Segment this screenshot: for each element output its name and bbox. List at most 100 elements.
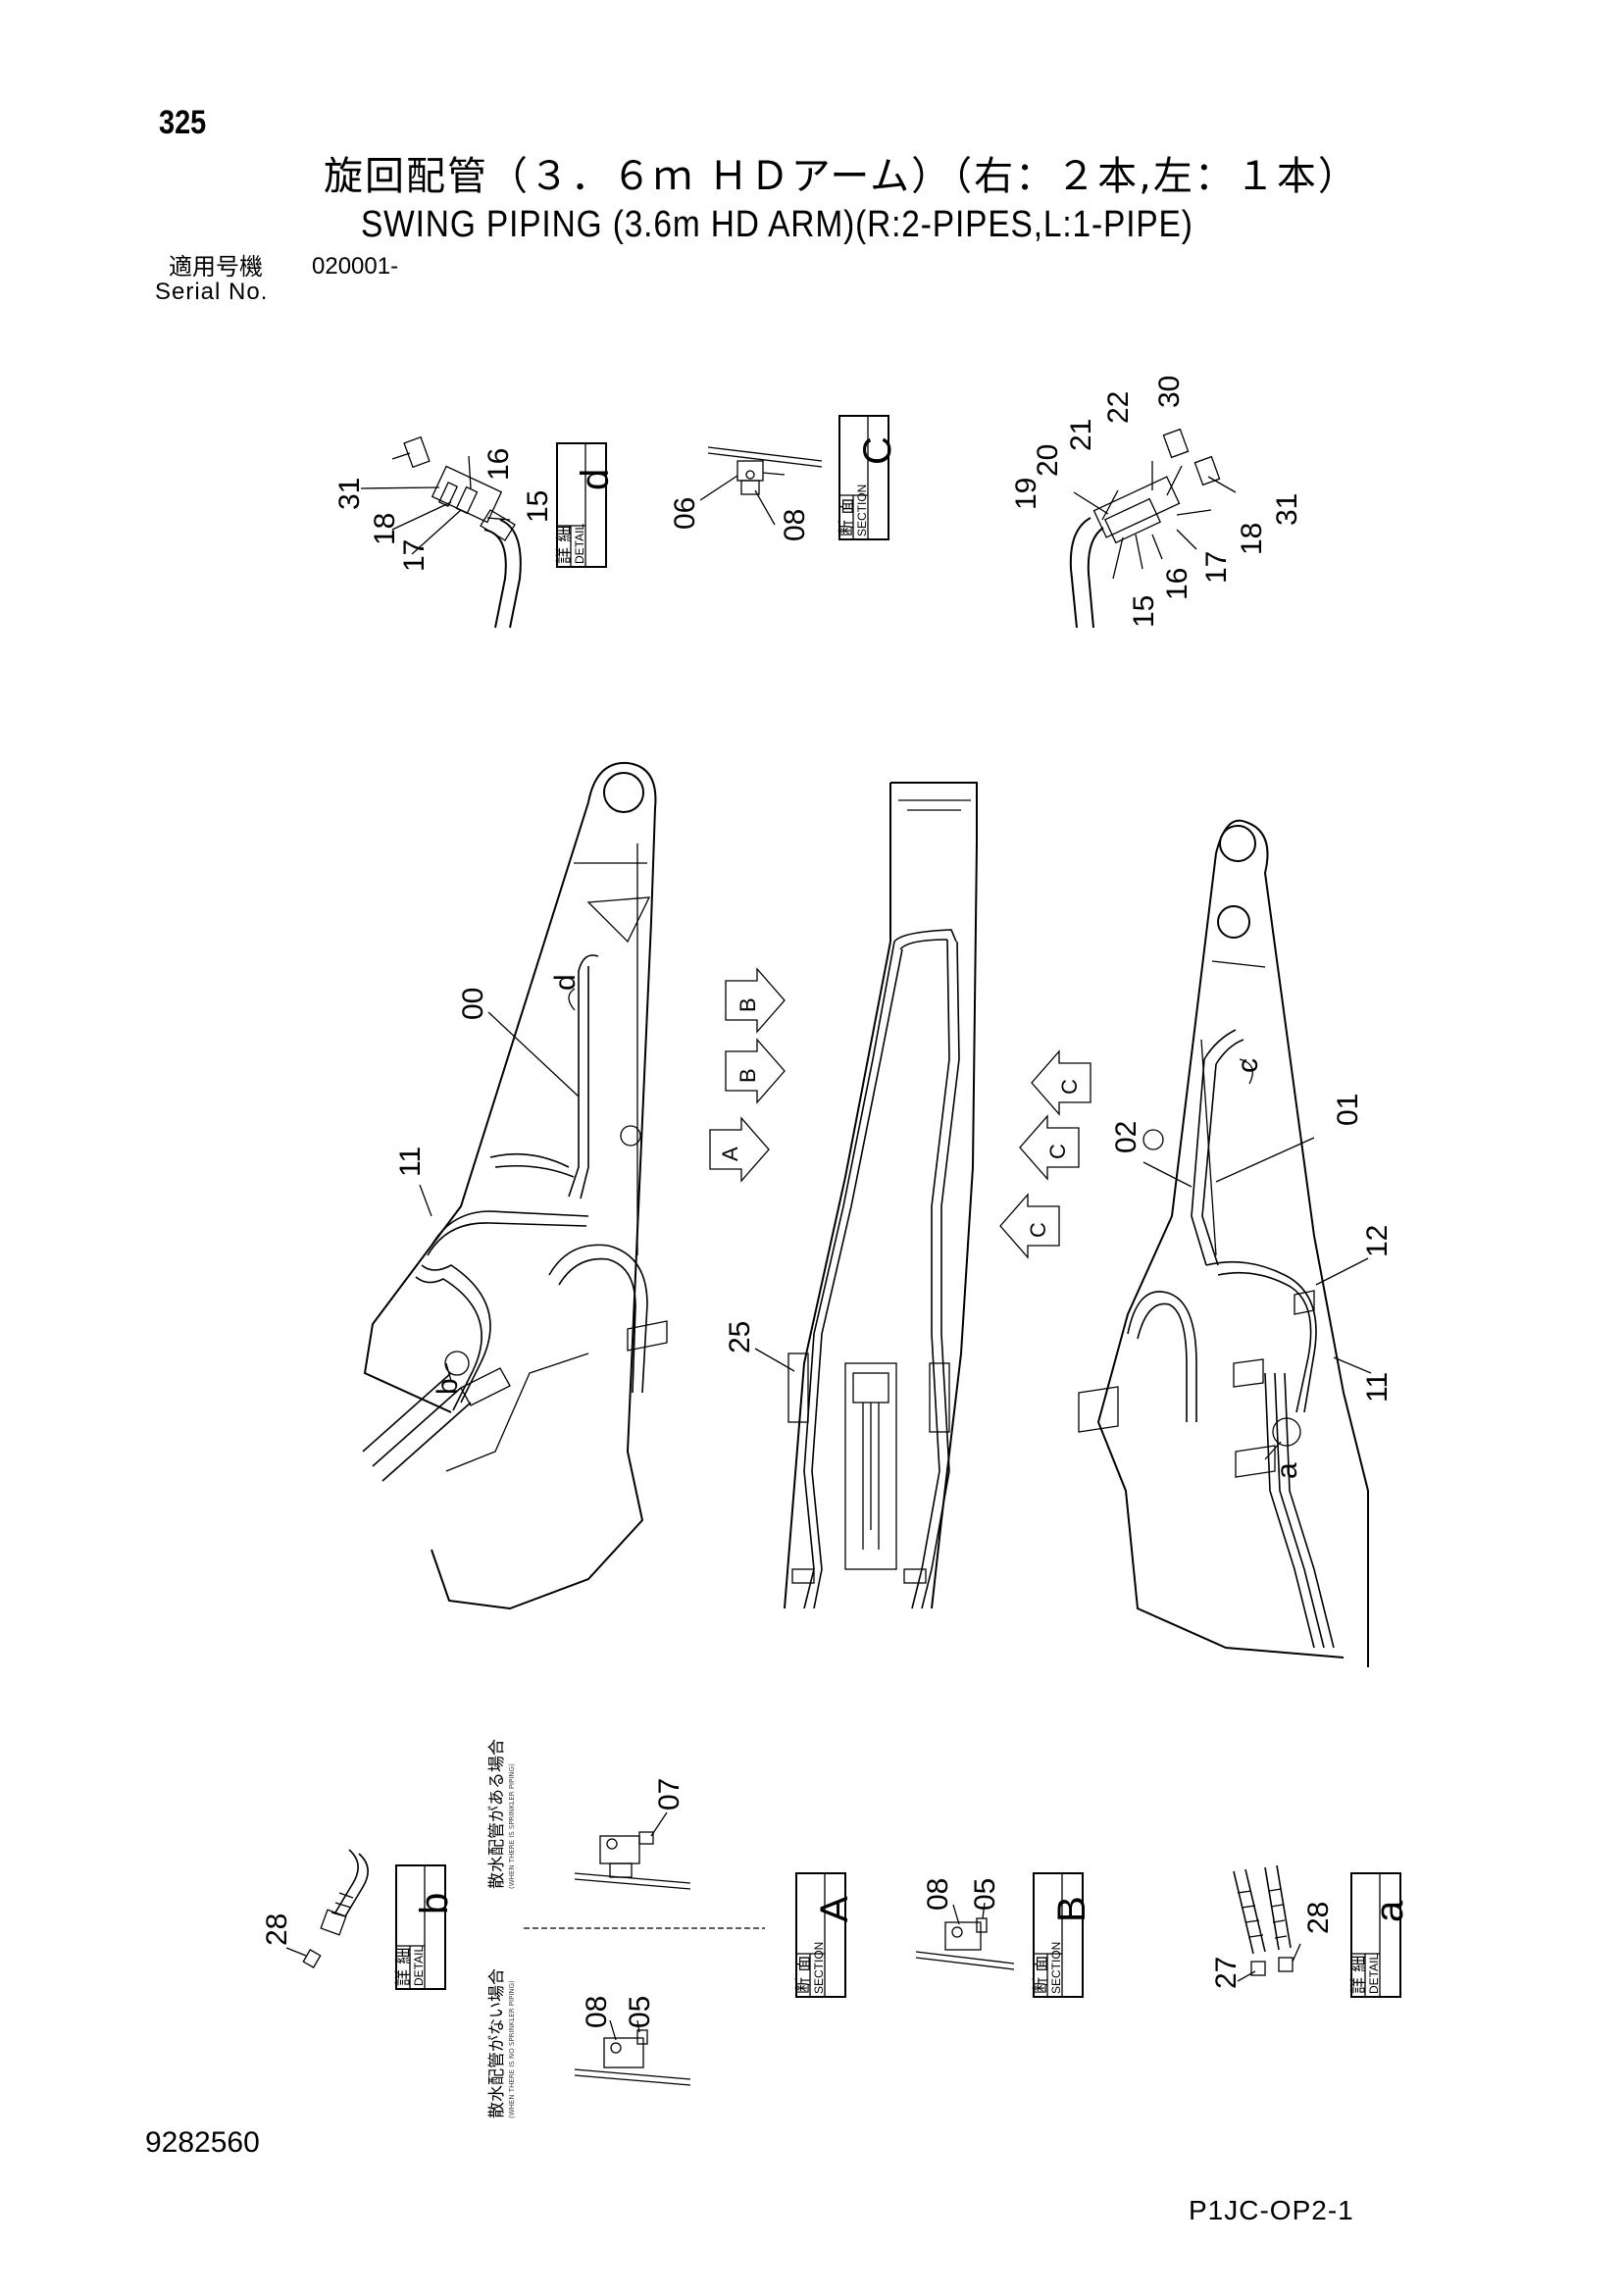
center-view-labels: 25 bbox=[724, 1321, 756, 1353]
part-label-07: 07 bbox=[653, 1778, 685, 1811]
detail-callout-d: d bbox=[549, 974, 582, 991]
title-english: SWING PIPING (3.6m HD ARM)(R:2-PIPES,L:1… bbox=[361, 204, 1193, 245]
left-boom-view bbox=[362, 761, 668, 1610]
right-view-labels: 02 01 12 11 c a bbox=[1110, 1058, 1394, 1479]
part-label-25: 25 bbox=[724, 1321, 756, 1353]
left-view-labels: 00 11 b d bbox=[394, 974, 582, 1395]
detail-box-en: DETAIL bbox=[1367, 1954, 1381, 1994]
section-box-c: C 断 面 SECTION bbox=[837, 415, 899, 540]
part-label-05: 05 bbox=[969, 1878, 1001, 1911]
part-label-19: 19 bbox=[1010, 478, 1042, 510]
part-label-01: 01 bbox=[1332, 1094, 1364, 1126]
detail-d-labels: 31 18 17 16 15 bbox=[333, 448, 554, 572]
section-box-jp: 断 面 bbox=[794, 1956, 814, 1994]
top-right-detail-drawing bbox=[1069, 428, 1237, 629]
part-label-22: 22 bbox=[1102, 391, 1135, 424]
section-box-letter: C bbox=[856, 436, 899, 465]
view-arrow-label: B bbox=[736, 997, 760, 1012]
detail-a-labels: 27 28 bbox=[1210, 1902, 1335, 1989]
part-label-21: 21 bbox=[1065, 419, 1097, 451]
section-box-a: A 断 面 SECTION bbox=[794, 1872, 856, 1998]
detail-box-en: DETAIL bbox=[573, 524, 586, 564]
section-box-letter: B bbox=[1050, 1896, 1093, 1922]
part-label-20: 20 bbox=[1032, 444, 1064, 477]
part-label-28: 28 bbox=[261, 1913, 293, 1946]
part-label-08: 08 bbox=[779, 509, 811, 541]
view-arrow-label: B bbox=[736, 1068, 760, 1083]
part-label-28: 28 bbox=[1302, 1902, 1335, 1934]
section-box-b: B 断 面 SECTION bbox=[1032, 1872, 1093, 1998]
part-label-05: 05 bbox=[624, 1996, 656, 2028]
serial-number-value: 020001- bbox=[312, 253, 399, 280]
detail-box-jp: 詳 細 bbox=[1349, 1956, 1369, 1994]
part-label-11: 11 bbox=[1361, 1372, 1394, 1403]
part-label-31: 31 bbox=[1271, 493, 1303, 526]
part-label-27: 27 bbox=[1210, 1957, 1243, 1989]
page-number: 325 bbox=[159, 104, 207, 141]
detail-box-letter: d bbox=[574, 469, 617, 490]
note-without-sprinkler: 散水配管がない場合 bbox=[487, 1968, 507, 2118]
part-label-12: 12 bbox=[1361, 1225, 1394, 1257]
view-arrow-label: C bbox=[1045, 1144, 1070, 1159]
section-b-labels: 08 05 bbox=[922, 1878, 1001, 1911]
part-label-30: 30 bbox=[1153, 376, 1186, 408]
center-boom-view bbox=[754, 782, 978, 1609]
part-label-31: 31 bbox=[333, 478, 366, 510]
section-box-jp: 断 面 bbox=[1032, 1956, 1051, 1994]
part-label-08: 08 bbox=[922, 1878, 954, 1911]
detail-callout-c: c bbox=[1232, 1058, 1264, 1073]
detail-box-letter: b bbox=[413, 1893, 456, 1914]
part-label-11: 11 bbox=[394, 1147, 427, 1177]
detail-box-a: a 詳 細 DETAIL bbox=[1349, 1872, 1411, 1998]
detail-callout-b: b bbox=[431, 1378, 464, 1395]
view-arrow-label: C bbox=[1057, 1079, 1082, 1095]
part-label-17: 17 bbox=[398, 539, 431, 572]
detail-callout-a: a bbox=[1271, 1462, 1303, 1479]
serial-label-japanese: 適用号機 bbox=[169, 253, 263, 281]
section-box-jp: 断 面 bbox=[837, 498, 857, 536]
part-label-16: 16 bbox=[1161, 568, 1193, 600]
detail-box-en: DETAIL bbox=[412, 1946, 426, 1986]
section-a-top-labels: 07 bbox=[653, 1778, 685, 1811]
sprinkler-notes: 散水配管がある場合 (WHEN THERE IS SPRINKLER PIPIN… bbox=[487, 1739, 765, 2118]
detail-box-jp: 詳 細 bbox=[555, 526, 575, 564]
detail-d-drawing bbox=[360, 435, 522, 629]
title-japanese: 旋回配管（３．６ｍ ＨＤアーム）（右：２本,左：１本） bbox=[324, 154, 1359, 199]
section-box-en: SECTION bbox=[1049, 1942, 1063, 1994]
note-without-sprinkler-en: (WHEN THERE IS NO SPRINKLER PIPING) bbox=[508, 1980, 516, 2118]
detail-b-labels: 28 bbox=[261, 1913, 293, 1946]
document-number: 9282560 bbox=[145, 2126, 260, 2159]
detail-a-drawing bbox=[1233, 1864, 1301, 1982]
note-with-sprinkler: 散水配管がある場合 bbox=[487, 1739, 507, 1889]
section-a-top-drawing bbox=[574, 1811, 691, 1890]
section-a-bottom-drawing bbox=[574, 2019, 691, 2086]
section-c-labels: 06 08 bbox=[669, 497, 811, 541]
section-box-letter: A bbox=[813, 1896, 856, 1922]
part-label-08: 08 bbox=[581, 1996, 613, 2028]
part-label-16: 16 bbox=[482, 448, 515, 481]
detail-box-letter: a bbox=[1368, 1900, 1411, 1922]
top-right-detail-labels: 19 20 21 22 30 31 18 17 16 15 bbox=[1010, 376, 1303, 628]
view-arrow-label: C bbox=[1026, 1222, 1050, 1238]
part-label-17: 17 bbox=[1200, 551, 1233, 584]
part-label-00: 00 bbox=[457, 988, 489, 1020]
section-c-drawing bbox=[699, 446, 823, 526]
view-arrows: B B A C C C bbox=[709, 967, 1091, 1259]
section-b-drawing bbox=[915, 1902, 1015, 1970]
part-label-18: 18 bbox=[1236, 523, 1268, 555]
note-with-sprinkler-en: (WHEN THERE IS SPRINKLER PIPING) bbox=[508, 1763, 516, 1889]
view-arrow-label: A bbox=[718, 1147, 742, 1161]
right-boom-view bbox=[1078, 819, 1372, 1667]
section-box-en: SECTION bbox=[855, 485, 869, 536]
detail-box-d: d 詳 細 DETAIL bbox=[555, 442, 617, 568]
part-label-18: 18 bbox=[369, 513, 401, 545]
part-label-15: 15 bbox=[1128, 595, 1160, 628]
detail-b-drawing bbox=[285, 1849, 369, 1968]
detail-box-jp: 詳 細 bbox=[394, 1948, 414, 1986]
part-label-15: 15 bbox=[522, 490, 554, 523]
part-label-02: 02 bbox=[1110, 1121, 1142, 1153]
section-a-bottom-labels: 08 05 bbox=[581, 1996, 656, 2028]
detail-box-b: b 詳 細 DETAIL bbox=[394, 1864, 456, 1990]
page-code: P1JC-OP2-1 bbox=[1189, 2195, 1354, 2225]
